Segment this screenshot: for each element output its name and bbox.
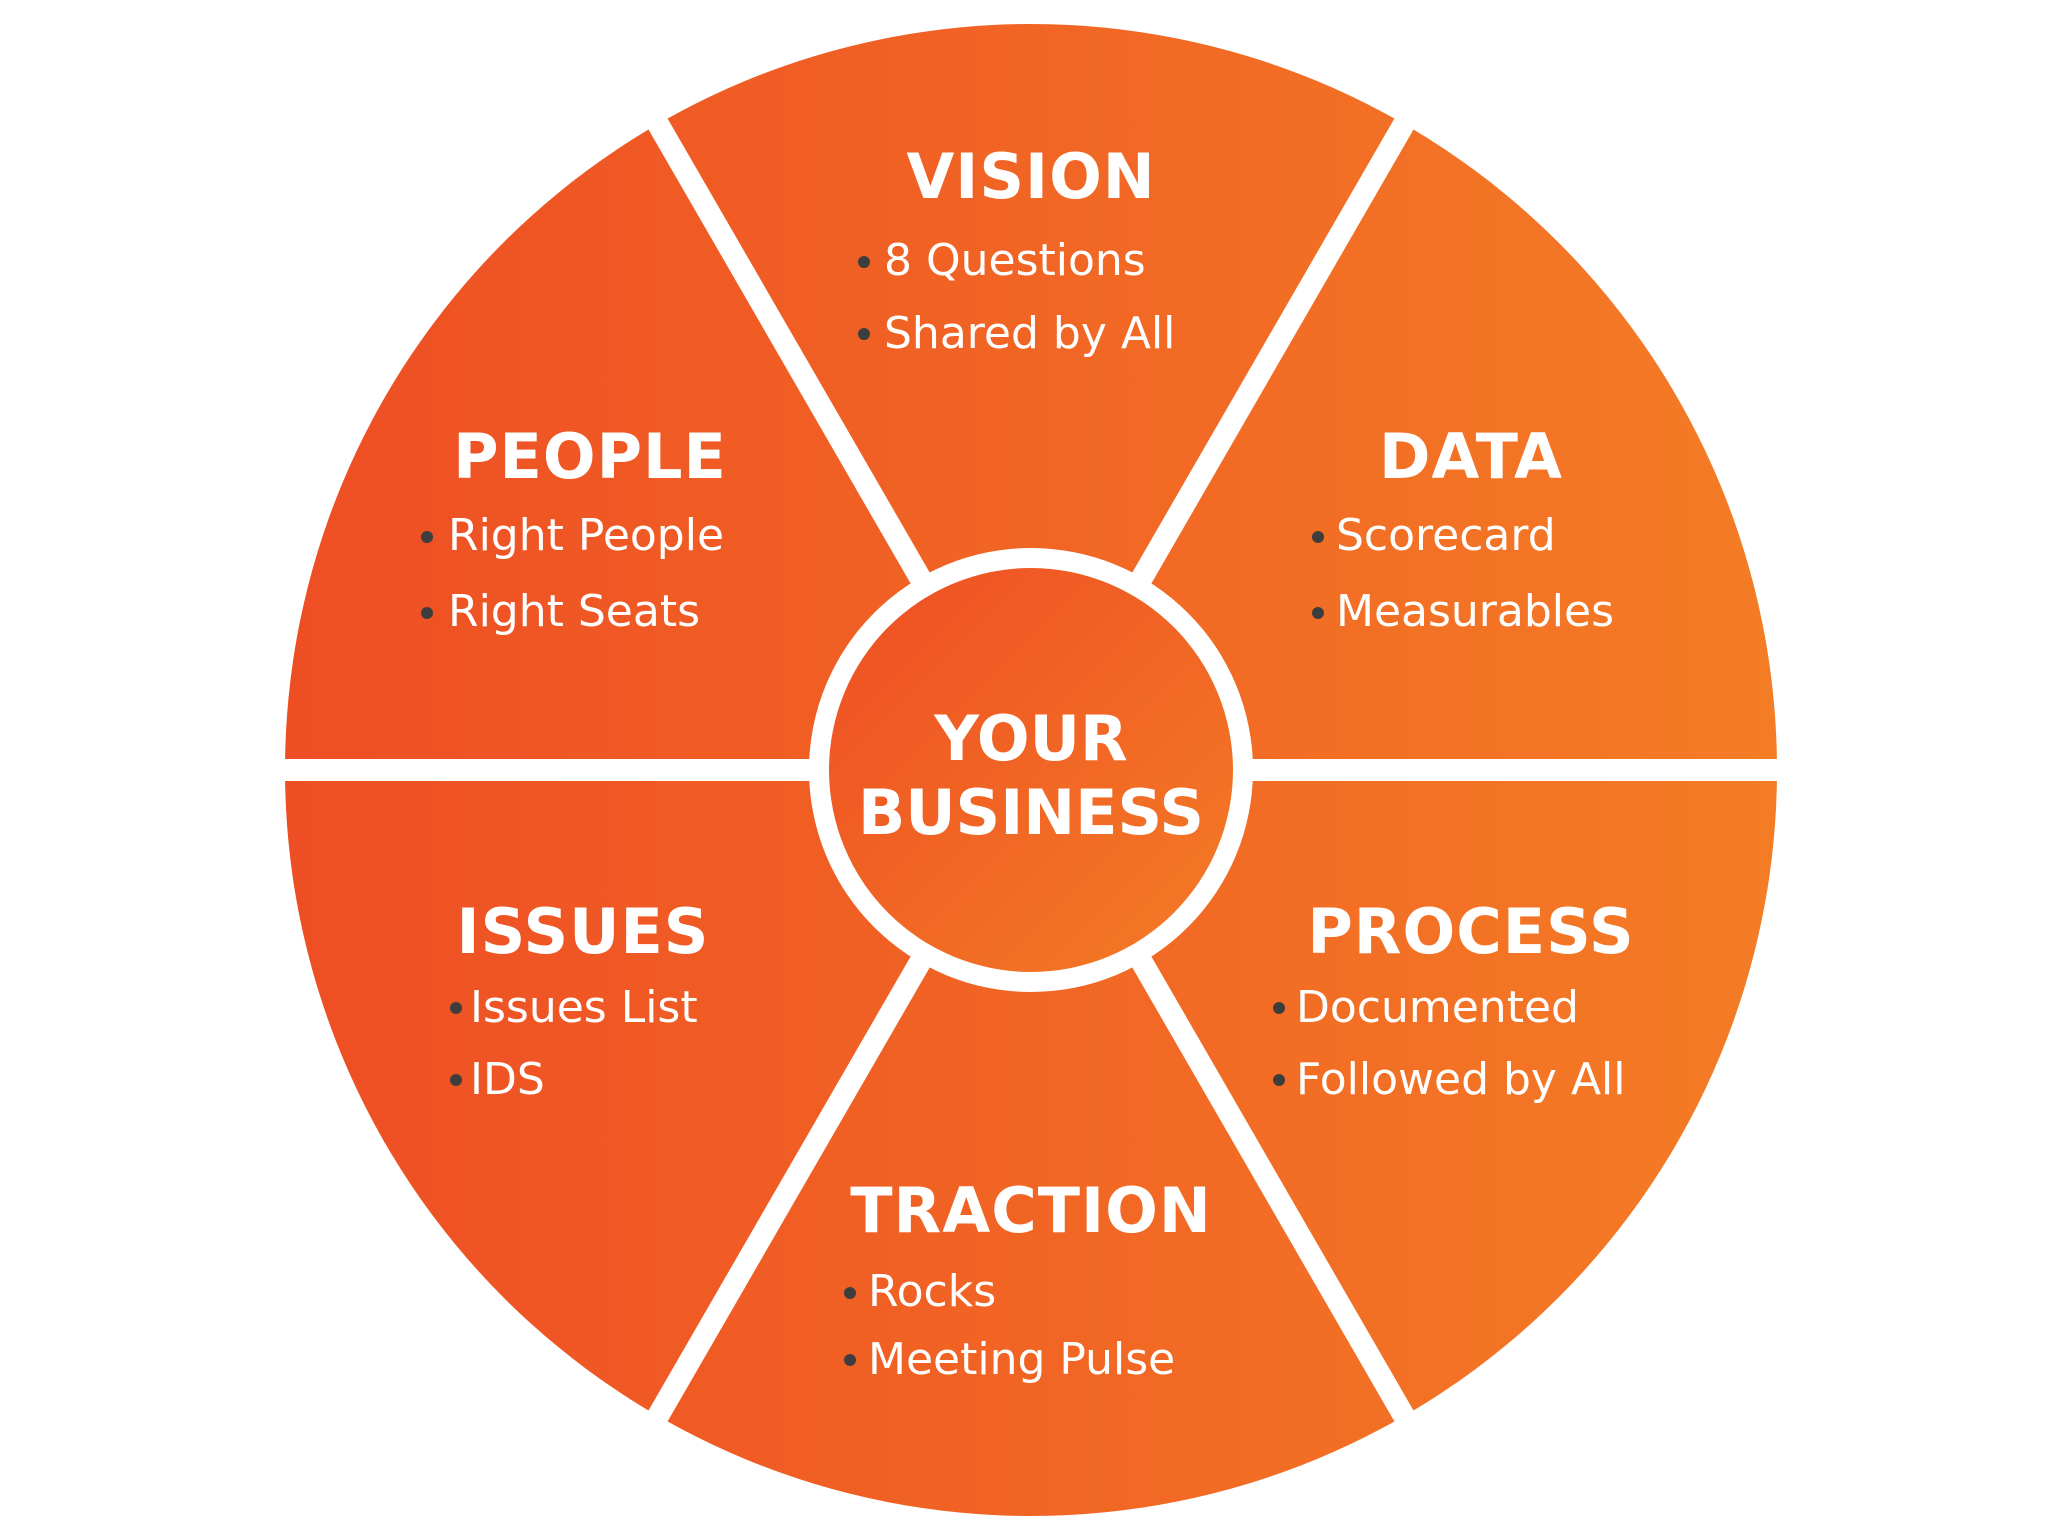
spoke-divider	[1121, 937, 1421, 1434]
bullet-icon	[450, 1074, 462, 1086]
spoke-divider	[641, 937, 941, 1434]
segment-title: VISION	[906, 140, 1155, 213]
segment-title: DATA	[1379, 420, 1563, 493]
segment-issues[interactable]: ISSUES Issues List IDS	[450, 895, 709, 1105]
segment-item: Issues List	[470, 982, 698, 1033]
segment-item: Measurables	[1336, 586, 1614, 637]
segment-item: Meeting Pulse	[868, 1334, 1175, 1385]
bullet-icon	[1273, 1002, 1285, 1014]
segment-title: PEOPLE	[453, 420, 727, 493]
segment-people[interactable]: PEOPLE Right People Right Seats	[421, 420, 727, 637]
segment-item: Right People	[448, 510, 724, 561]
segment-item: 8 Questions	[884, 235, 1146, 286]
segment-title: ISSUES	[457, 895, 710, 968]
bullet-icon	[1312, 607, 1324, 619]
segment-item: IDS	[470, 1054, 545, 1105]
wheel-spokes	[271, 106, 1791, 1434]
bullet-icon	[1273, 1074, 1285, 1086]
bullet-icon	[450, 1002, 462, 1014]
spoke-divider	[641, 106, 941, 603]
bullet-icon	[421, 607, 433, 619]
spoke-divider	[1121, 106, 1421, 603]
segment-process[interactable]: PROCESS Documented Followed by All	[1273, 895, 1635, 1105]
segment-item: Shared by All	[884, 308, 1175, 359]
segment-item: Rocks	[868, 1266, 996, 1317]
hub-title-line-2: BUSINESS	[858, 776, 1204, 849]
segment-data[interactable]: DATA Scorecard Measurables	[1312, 420, 1614, 637]
segment-item: Documented	[1296, 982, 1579, 1033]
hub-title-line-1: YOUR	[933, 702, 1127, 775]
bullet-icon	[858, 328, 870, 340]
bullet-icon	[844, 1354, 856, 1366]
segment-title: TRACTION	[850, 1174, 1211, 1247]
segment-title: PROCESS	[1307, 895, 1634, 968]
bullet-icon	[858, 256, 870, 268]
bullet-icon	[421, 531, 433, 543]
segment-vision[interactable]: VISION 8 Questions Shared by All	[858, 140, 1175, 359]
segment-item: Scorecard	[1336, 510, 1556, 561]
hub-disc[interactable]	[829, 568, 1233, 972]
segment-item: Right Seats	[448, 586, 700, 637]
bullet-icon	[844, 1287, 856, 1299]
segment-traction[interactable]: TRACTION Rocks Meeting Pulse	[844, 1174, 1212, 1385]
bullet-icon	[1312, 531, 1324, 543]
segment-item: Followed by All	[1296, 1054, 1626, 1105]
